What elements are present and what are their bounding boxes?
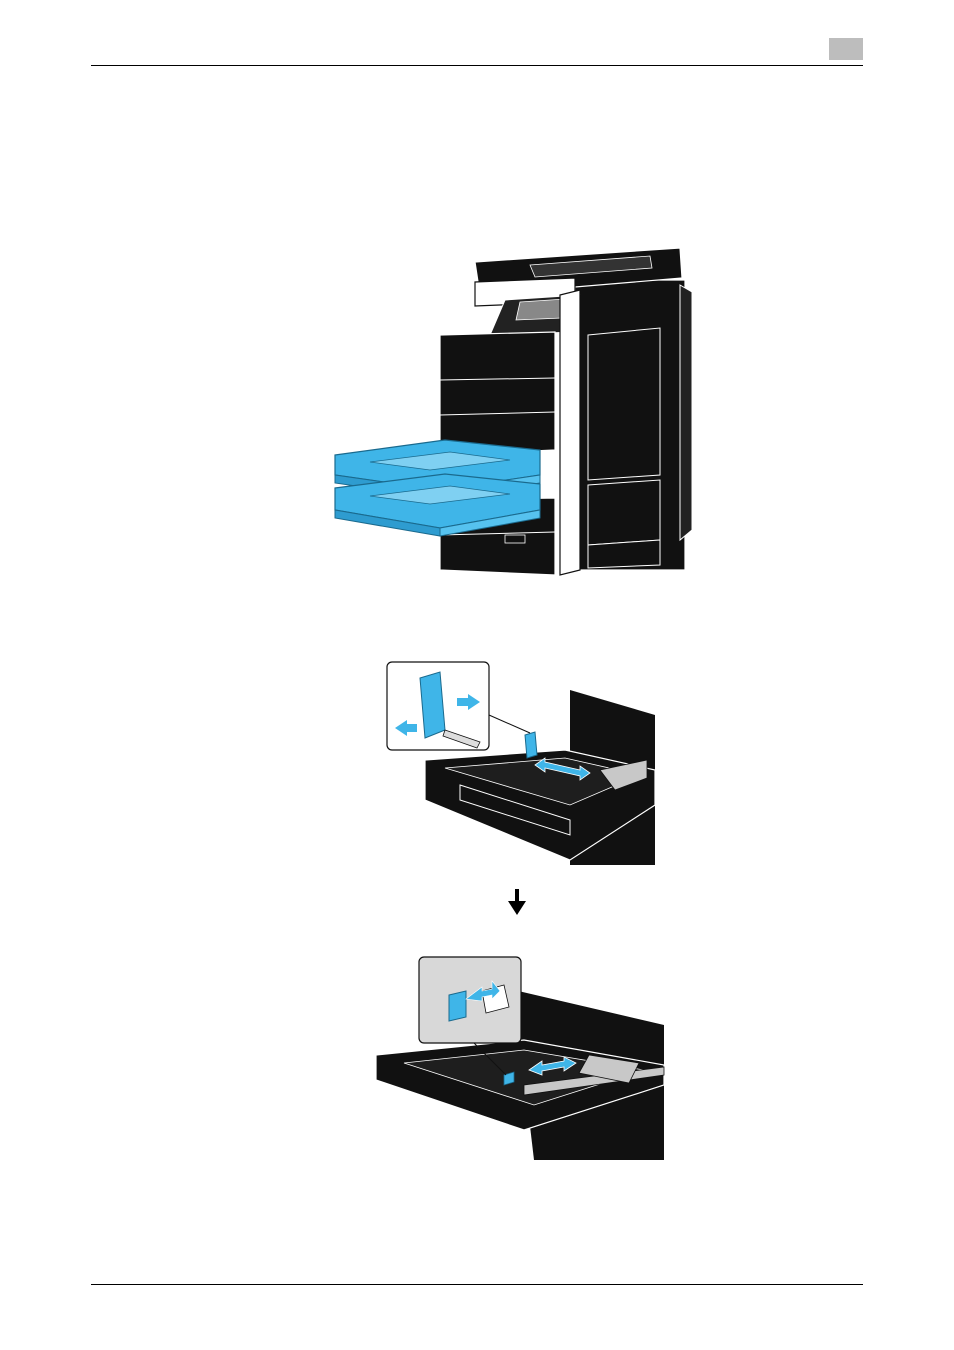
paper-tray-illustration xyxy=(374,955,666,1163)
chapter-tab xyxy=(829,38,863,60)
arrow-down-icon xyxy=(507,889,527,915)
header-rule xyxy=(91,65,863,66)
footer-rule xyxy=(91,1284,863,1285)
paper-tray-illustration xyxy=(385,660,660,868)
copier-illustration xyxy=(330,240,695,580)
